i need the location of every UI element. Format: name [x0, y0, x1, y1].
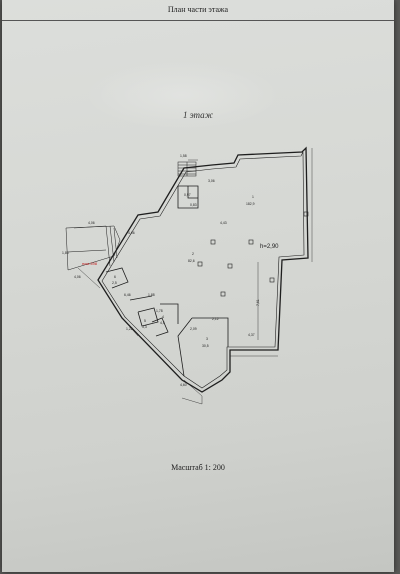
stairs-left	[65, 225, 121, 271]
dim-11: 2,12	[212, 317, 219, 321]
dim-13: 4,37	[248, 333, 255, 337]
room-6-number: 6	[114, 275, 116, 279]
dim-9: 4,06	[128, 231, 135, 235]
room-2-number: 2	[192, 252, 194, 256]
dim-3: 4,43	[220, 221, 227, 225]
dim-2: 3,06	[208, 179, 215, 183]
room-398-label: пом.398	[82, 261, 98, 266]
dim-1: 1,58	[180, 154, 187, 158]
room-2-area: 82,6	[188, 259, 195, 263]
header-title: План части этажа	[167, 5, 229, 14]
dim-12: 1,88	[148, 293, 155, 297]
header-rule	[2, 20, 394, 21]
room-6-area: 2,5	[112, 281, 117, 285]
document-sheet: План части этажа 1 этаж	[2, 0, 394, 572]
outer-walls-inner	[101, 151, 305, 389]
dim-8: 4,06	[74, 275, 81, 279]
room-5-area: 3,3	[142, 325, 147, 329]
outer-walls	[97, 146, 309, 393]
dim-17: 1,22	[126, 327, 133, 331]
room-5-number: 5	[144, 319, 146, 323]
dim-10: 6,46	[124, 293, 131, 297]
room-3-number: 3	[206, 337, 208, 341]
room-labels: 1 182,9 2 82,6 3 30,5 4 4,5 5 3,3 6 2,5	[112, 195, 255, 348]
scale-label: Масштаб 1: 200	[171, 463, 225, 472]
dim-14: 2,09	[190, 327, 197, 331]
dim-4: 0,97	[184, 193, 191, 197]
room-3-area: 30,5	[202, 344, 209, 348]
dim-7: 1,86	[62, 251, 69, 255]
room-1-number: 1	[252, 195, 254, 199]
room-4-number: 4	[162, 315, 164, 319]
dim-16: 7,61	[256, 299, 260, 306]
floor-plan-drawing: пом.398 1 182,9 2 82,6 3 30,5 4 4,5 5 3,…	[62, 146, 313, 405]
columns	[197, 211, 309, 297]
ceiling-height-label: h=2,90	[260, 244, 279, 250]
partitions	[105, 185, 229, 377]
dim-15: 1,78	[156, 309, 163, 313]
room-4-area: 4,5	[160, 321, 165, 325]
dim-6: 4,06	[88, 221, 95, 225]
room-1-area: 182,9	[246, 202, 255, 206]
dim-18: 4,60	[180, 383, 187, 387]
dim-5: 0,83	[190, 203, 197, 207]
stairs-top	[177, 161, 197, 177]
floor-label: 1 этаж	[182, 110, 214, 120]
dimension-lines	[73, 148, 313, 405]
dimension-labels: 1,58 3,06 4,43 0,97 0,83 4,06 1,86 4,06 …	[62, 154, 260, 387]
